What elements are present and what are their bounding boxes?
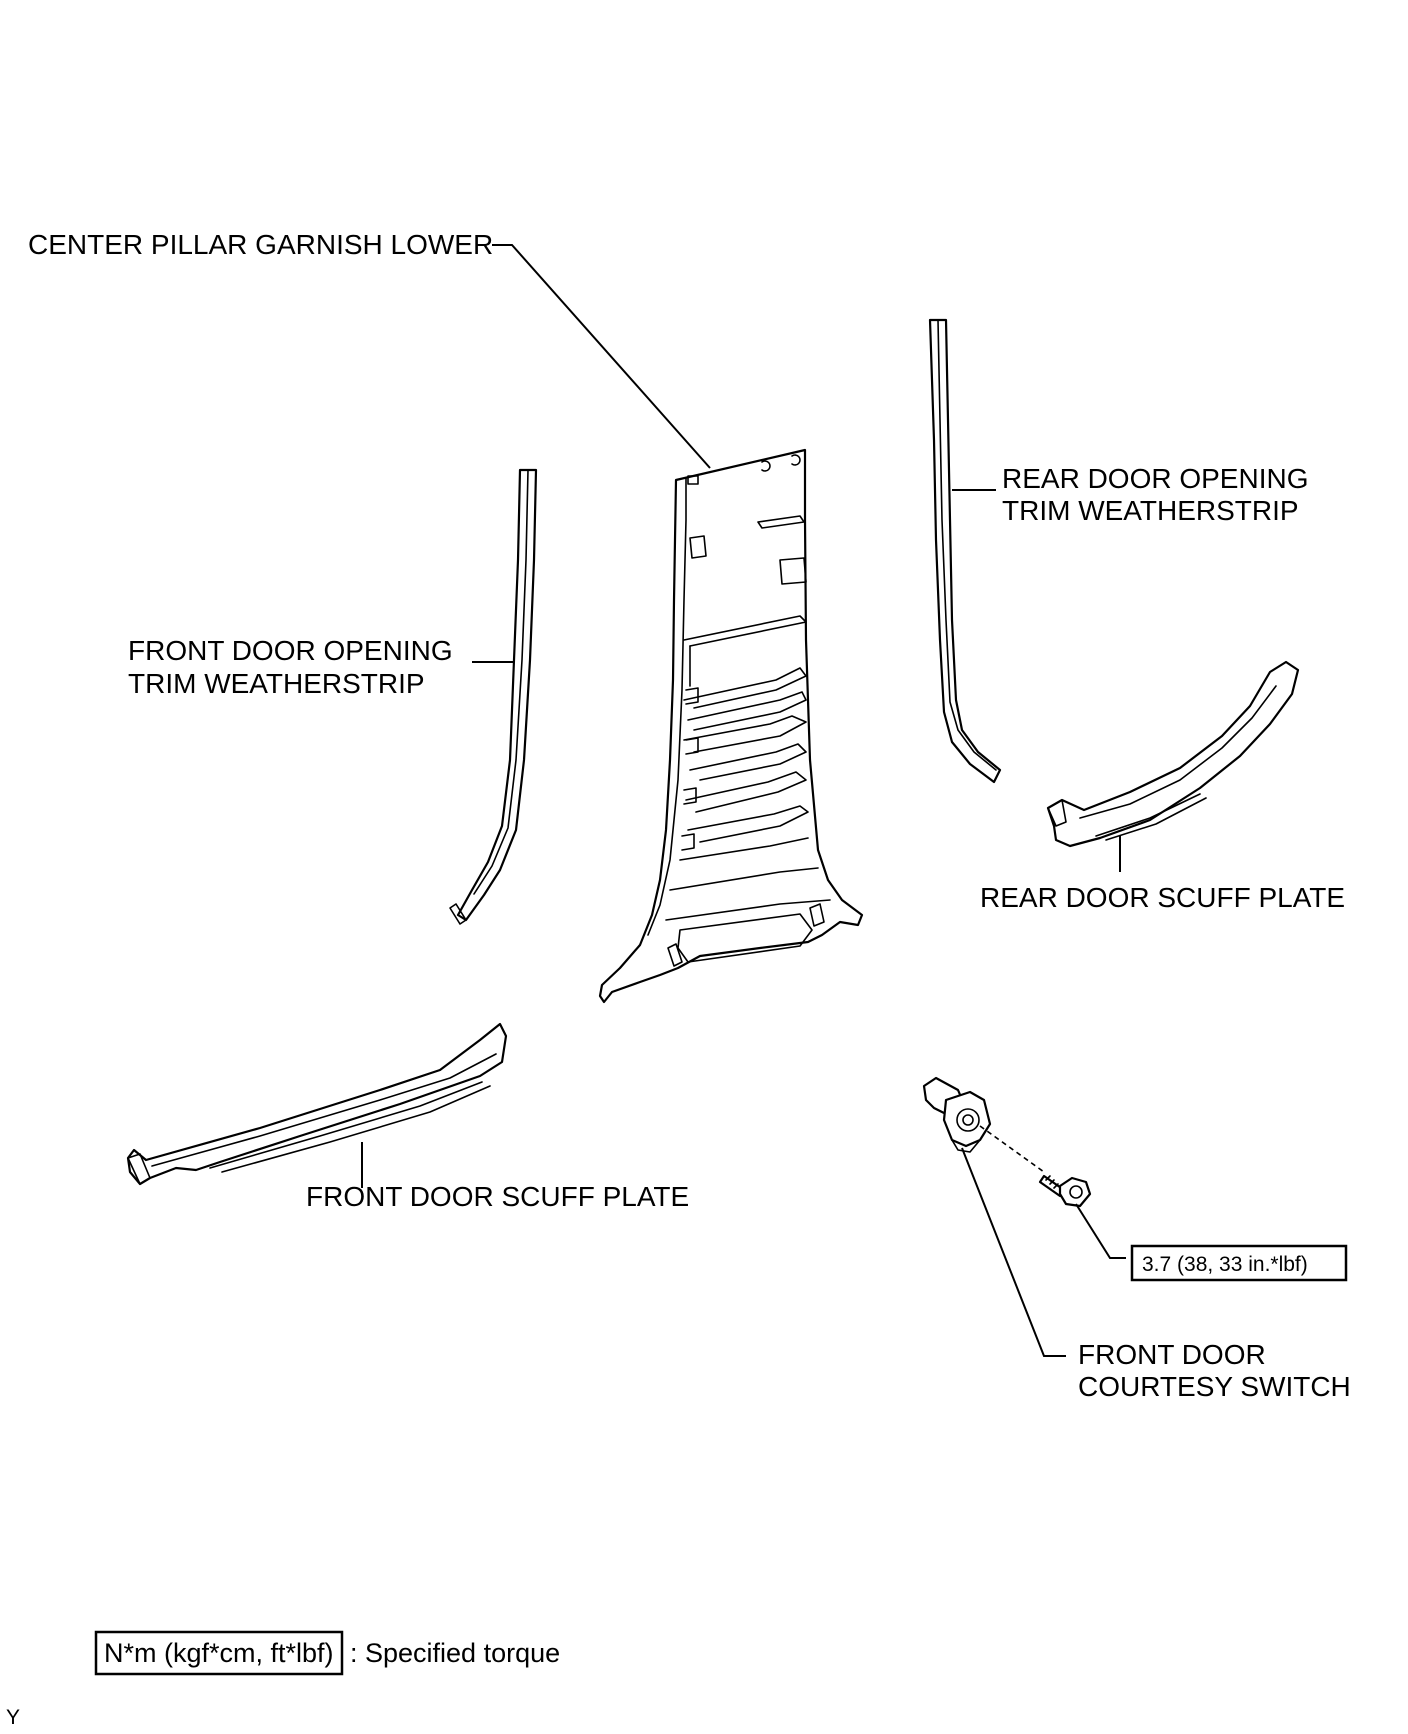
label-rear-door-weatherstrip-line1: REAR DOOR OPENING: [1002, 463, 1308, 494]
corner-mark: Y: [6, 1706, 20, 1729]
label-front-door-scuff-plate: FRONT DOOR SCUFF PLATE: [306, 1181, 689, 1212]
leader-center-pillar: [492, 244, 711, 469]
bolt: [1038, 1174, 1092, 1208]
label-front-door-weatherstrip-line1: FRONT DOOR OPENING: [128, 635, 453, 666]
alignment-dashed-line: [979, 1125, 1045, 1173]
rear-door-scuff-plate: [1046, 660, 1300, 848]
leader-torque: [1075, 1203, 1126, 1259]
torque-box: [1130, 1244, 1348, 1282]
leader-lines: [361, 244, 1126, 1357]
label-rear-door-weatherstrip-line2: TRIM WEATHERSTRIP: [1002, 495, 1299, 526]
label-courtesy-switch-line1: FRONT DOOR: [1078, 1339, 1266, 1370]
torque-value: 3.7 (38, 33 in.*lbf): [1142, 1253, 1308, 1276]
rear-door-opening-trim-weatherstrip: [928, 318, 1002, 784]
front-door-courtesy-switch: [922, 1076, 992, 1153]
legend-description: : Specified torque: [350, 1638, 560, 1668]
legend-units-box: [94, 1630, 344, 1676]
legend: N*m (kgf*cm, ft*lbf) : Specified torque: [94, 1630, 560, 1676]
front-door-opening-trim-weatherstrip: [449, 468, 538, 925]
front-door-scuff-plate: [126, 1022, 508, 1186]
label-front-door-weatherstrip-line2: TRIM WEATHERSTRIP: [128, 668, 425, 699]
leader-courtesy-switch: [961, 1147, 1066, 1357]
label-rear-door-scuff-plate: REAR DOOR SCUFF PLATE: [980, 882, 1345, 913]
legend-units: N*m (kgf*cm, ft*lbf): [104, 1638, 334, 1668]
label-courtesy-switch-line2: COURTESY SWITCH: [1078, 1371, 1351, 1402]
center-pillar-garnish-lower: [598, 448, 864, 1004]
label-center-pillar-garnish-lower: CENTER PILLAR GARNISH LOWER: [28, 229, 493, 260]
